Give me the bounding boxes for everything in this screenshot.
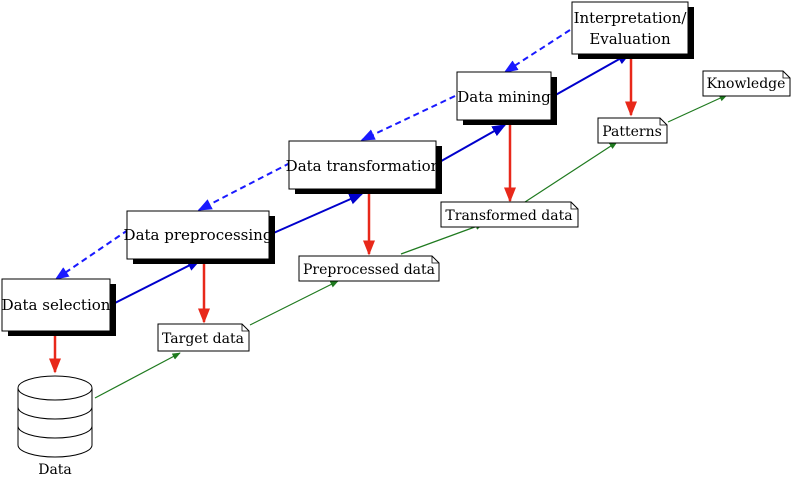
artifact-label: Patterns xyxy=(602,124,662,140)
forward-arrow-3 xyxy=(435,124,507,165)
artifact-target-data: Target data xyxy=(157,323,250,352)
produces-arrows xyxy=(49,57,637,374)
folded-corner xyxy=(782,71,790,79)
feedback-arrow-3 xyxy=(197,162,291,211)
step-data-transformation: Data transformation xyxy=(286,140,442,194)
folded-corner xyxy=(659,118,667,126)
step-label: Data selection xyxy=(2,296,111,314)
step-box xyxy=(571,1,689,55)
artifact-label: Transformed data xyxy=(445,208,572,224)
document-shape xyxy=(597,117,668,144)
artifact-preprocessed-data: Preprocessed data xyxy=(298,255,440,282)
forward-arrow-1 xyxy=(110,259,202,306)
database-label: Data xyxy=(38,462,72,478)
forward-arrows xyxy=(110,52,632,306)
artifact-label: Knowledge xyxy=(707,76,786,92)
step-label: Data mining xyxy=(457,88,551,106)
artifact-arrow-3 xyxy=(400,223,484,255)
artifact-patterns: Patterns xyxy=(597,117,668,144)
feedback-arrow-2 xyxy=(360,95,456,141)
database-ring-2 xyxy=(17,425,93,439)
step-interpretation-evaluation: Interpretation/ Evaluation xyxy=(571,1,694,59)
step-box xyxy=(1,278,111,332)
artifact-arrow-2 xyxy=(249,280,339,326)
step-box xyxy=(456,71,552,121)
step-data-mining: Data mining xyxy=(456,71,557,125)
database-top xyxy=(17,375,93,401)
artifact-arrow-5 xyxy=(667,94,728,123)
artifact-arrow-4 xyxy=(524,141,618,203)
folded-corner xyxy=(241,324,249,332)
artifact-label: Preprocessed data xyxy=(303,262,435,278)
database-body xyxy=(17,388,93,458)
step-label: Data preprocessing xyxy=(124,226,273,244)
forward-arrow-4 xyxy=(551,52,632,98)
step-data-preprocessing: Data preprocessing xyxy=(124,210,275,264)
document-shape xyxy=(298,255,440,282)
artifact-knowledge: Knowledge xyxy=(702,70,791,97)
artifact-label: Target data xyxy=(162,331,244,347)
database-icon xyxy=(17,375,93,458)
artifact-transformed-data: Transformed data xyxy=(440,201,579,228)
step-box xyxy=(126,210,270,260)
artifact-flow-arrows xyxy=(94,94,728,399)
feedback-arrow-1 xyxy=(503,29,571,73)
feedback-arrow-4 xyxy=(54,229,129,280)
step-box xyxy=(288,140,437,190)
step-label: Data transformation xyxy=(286,157,441,175)
step-data-selection: Data selection xyxy=(1,278,116,336)
database-ring-1 xyxy=(17,406,93,420)
feedback-arrows xyxy=(54,29,571,280)
forward-arrow-2 xyxy=(268,193,364,236)
document-shape xyxy=(157,323,250,352)
step-label-line1: Interpretation/ xyxy=(574,9,688,27)
folded-corner xyxy=(570,202,578,210)
document-shape xyxy=(702,70,791,97)
step-label-line2: Evaluation xyxy=(589,30,671,48)
folded-corner xyxy=(431,256,439,264)
document-shape xyxy=(440,201,579,228)
artifact-arrow-1 xyxy=(94,352,181,399)
